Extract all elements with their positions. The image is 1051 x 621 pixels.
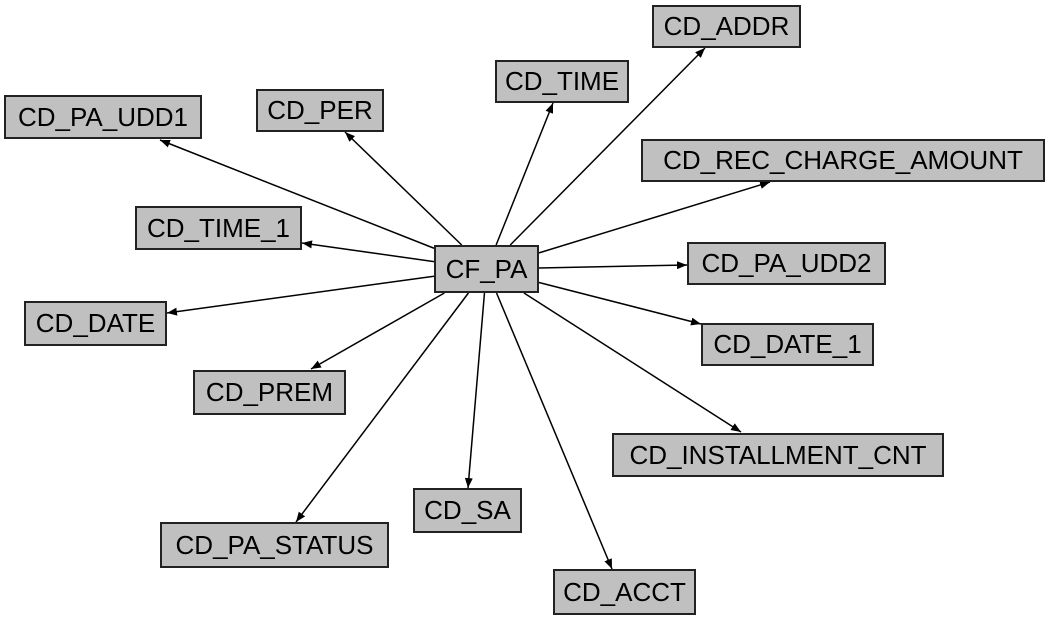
node-label: CD_REC_CHARGE_AMOUNT [663, 145, 1023, 175]
node-cd-per[interactable]: CD_PER [256, 89, 384, 132]
node-cd-pa-status[interactable]: CD_PA_STATUS [160, 522, 389, 568]
node-cd-prem[interactable]: CD_PREM [193, 370, 346, 415]
node-cd-time[interactable]: CD_TIME [495, 60, 629, 103]
node-label: CD_DATE [35, 308, 156, 338]
edge-cf-pa-to-cd-installment-cnt [523, 292, 742, 433]
edge-cf-pa-to-cd-time [495, 102, 554, 246]
node-cf-pa[interactable]: CF_PA [434, 245, 539, 293]
node-label: CD_TIME [504, 66, 620, 96]
edge-cf-pa-to-cd-pa-udd1 [159, 139, 435, 249]
node-label: CD_DATE_1 [713, 329, 862, 359]
node-label: CD_PREM [205, 377, 334, 407]
node-cd-time-1[interactable]: CD_TIME_1 [135, 206, 302, 250]
edge-cf-pa-to-cd-per [344, 131, 463, 246]
node-cd-pa-udd2[interactable]: CD_PA_UDD2 [687, 242, 886, 285]
node-label: CD_PA_UDD2 [701, 248, 872, 278]
node-label: CD_PA_UDD1 [17, 101, 188, 132]
node-label: CD_PA_STATUS [175, 529, 374, 560]
node-cd-addr[interactable]: CD_ADDR [652, 5, 801, 48]
node-label: CD_PER [267, 95, 373, 125]
edge-cf-pa-to-cd-time-1 [301, 240, 435, 263]
edge-cf-pa-to-cd-pa-udd2 [538, 261, 688, 270]
node-cd-date[interactable]: CD_DATE [24, 301, 167, 346]
edge-cf-pa-to-cd-sa [464, 292, 486, 489]
node-label: CD_INSTALLMENT_CNT [629, 439, 927, 470]
edge-cf-pa-to-cd-prem [310, 292, 445, 370]
edge-cf-pa-to-cd-rec-charge-amount [538, 181, 771, 254]
node-cd-rec-charge-amount[interactable]: CD_REC_CHARGE_AMOUNT [641, 139, 1045, 182]
node-label: CD_ACCT [563, 576, 686, 607]
edge-cf-pa-to-cd-acct [495, 292, 613, 570]
node-cd-sa[interactable]: CD_SA [413, 488, 522, 533]
node-label: CD_TIME_1 [146, 212, 291, 243]
edge-cf-pa-to-cd-date-1 [538, 281, 702, 326]
node-label: CD_SA [424, 495, 511, 525]
edge-cf-pa-to-cd-addr [509, 47, 706, 246]
node-cd-date-1[interactable]: CD_DATE_1 [701, 323, 874, 366]
node-label: CF_PA [445, 253, 528, 284]
edge-cf-pa-to-cd-date [166, 275, 435, 316]
node-label: CD_ADDR [663, 11, 790, 41]
node-cd-installment-cnt[interactable]: CD_INSTALLMENT_CNT [612, 433, 944, 477]
node-cd-acct[interactable]: CD_ACCT [553, 569, 696, 615]
edge-cf-pa-to-cd-pa-status [295, 292, 470, 523]
node-cd-pa-udd1[interactable]: CD_PA_UDD1 [4, 95, 202, 139]
